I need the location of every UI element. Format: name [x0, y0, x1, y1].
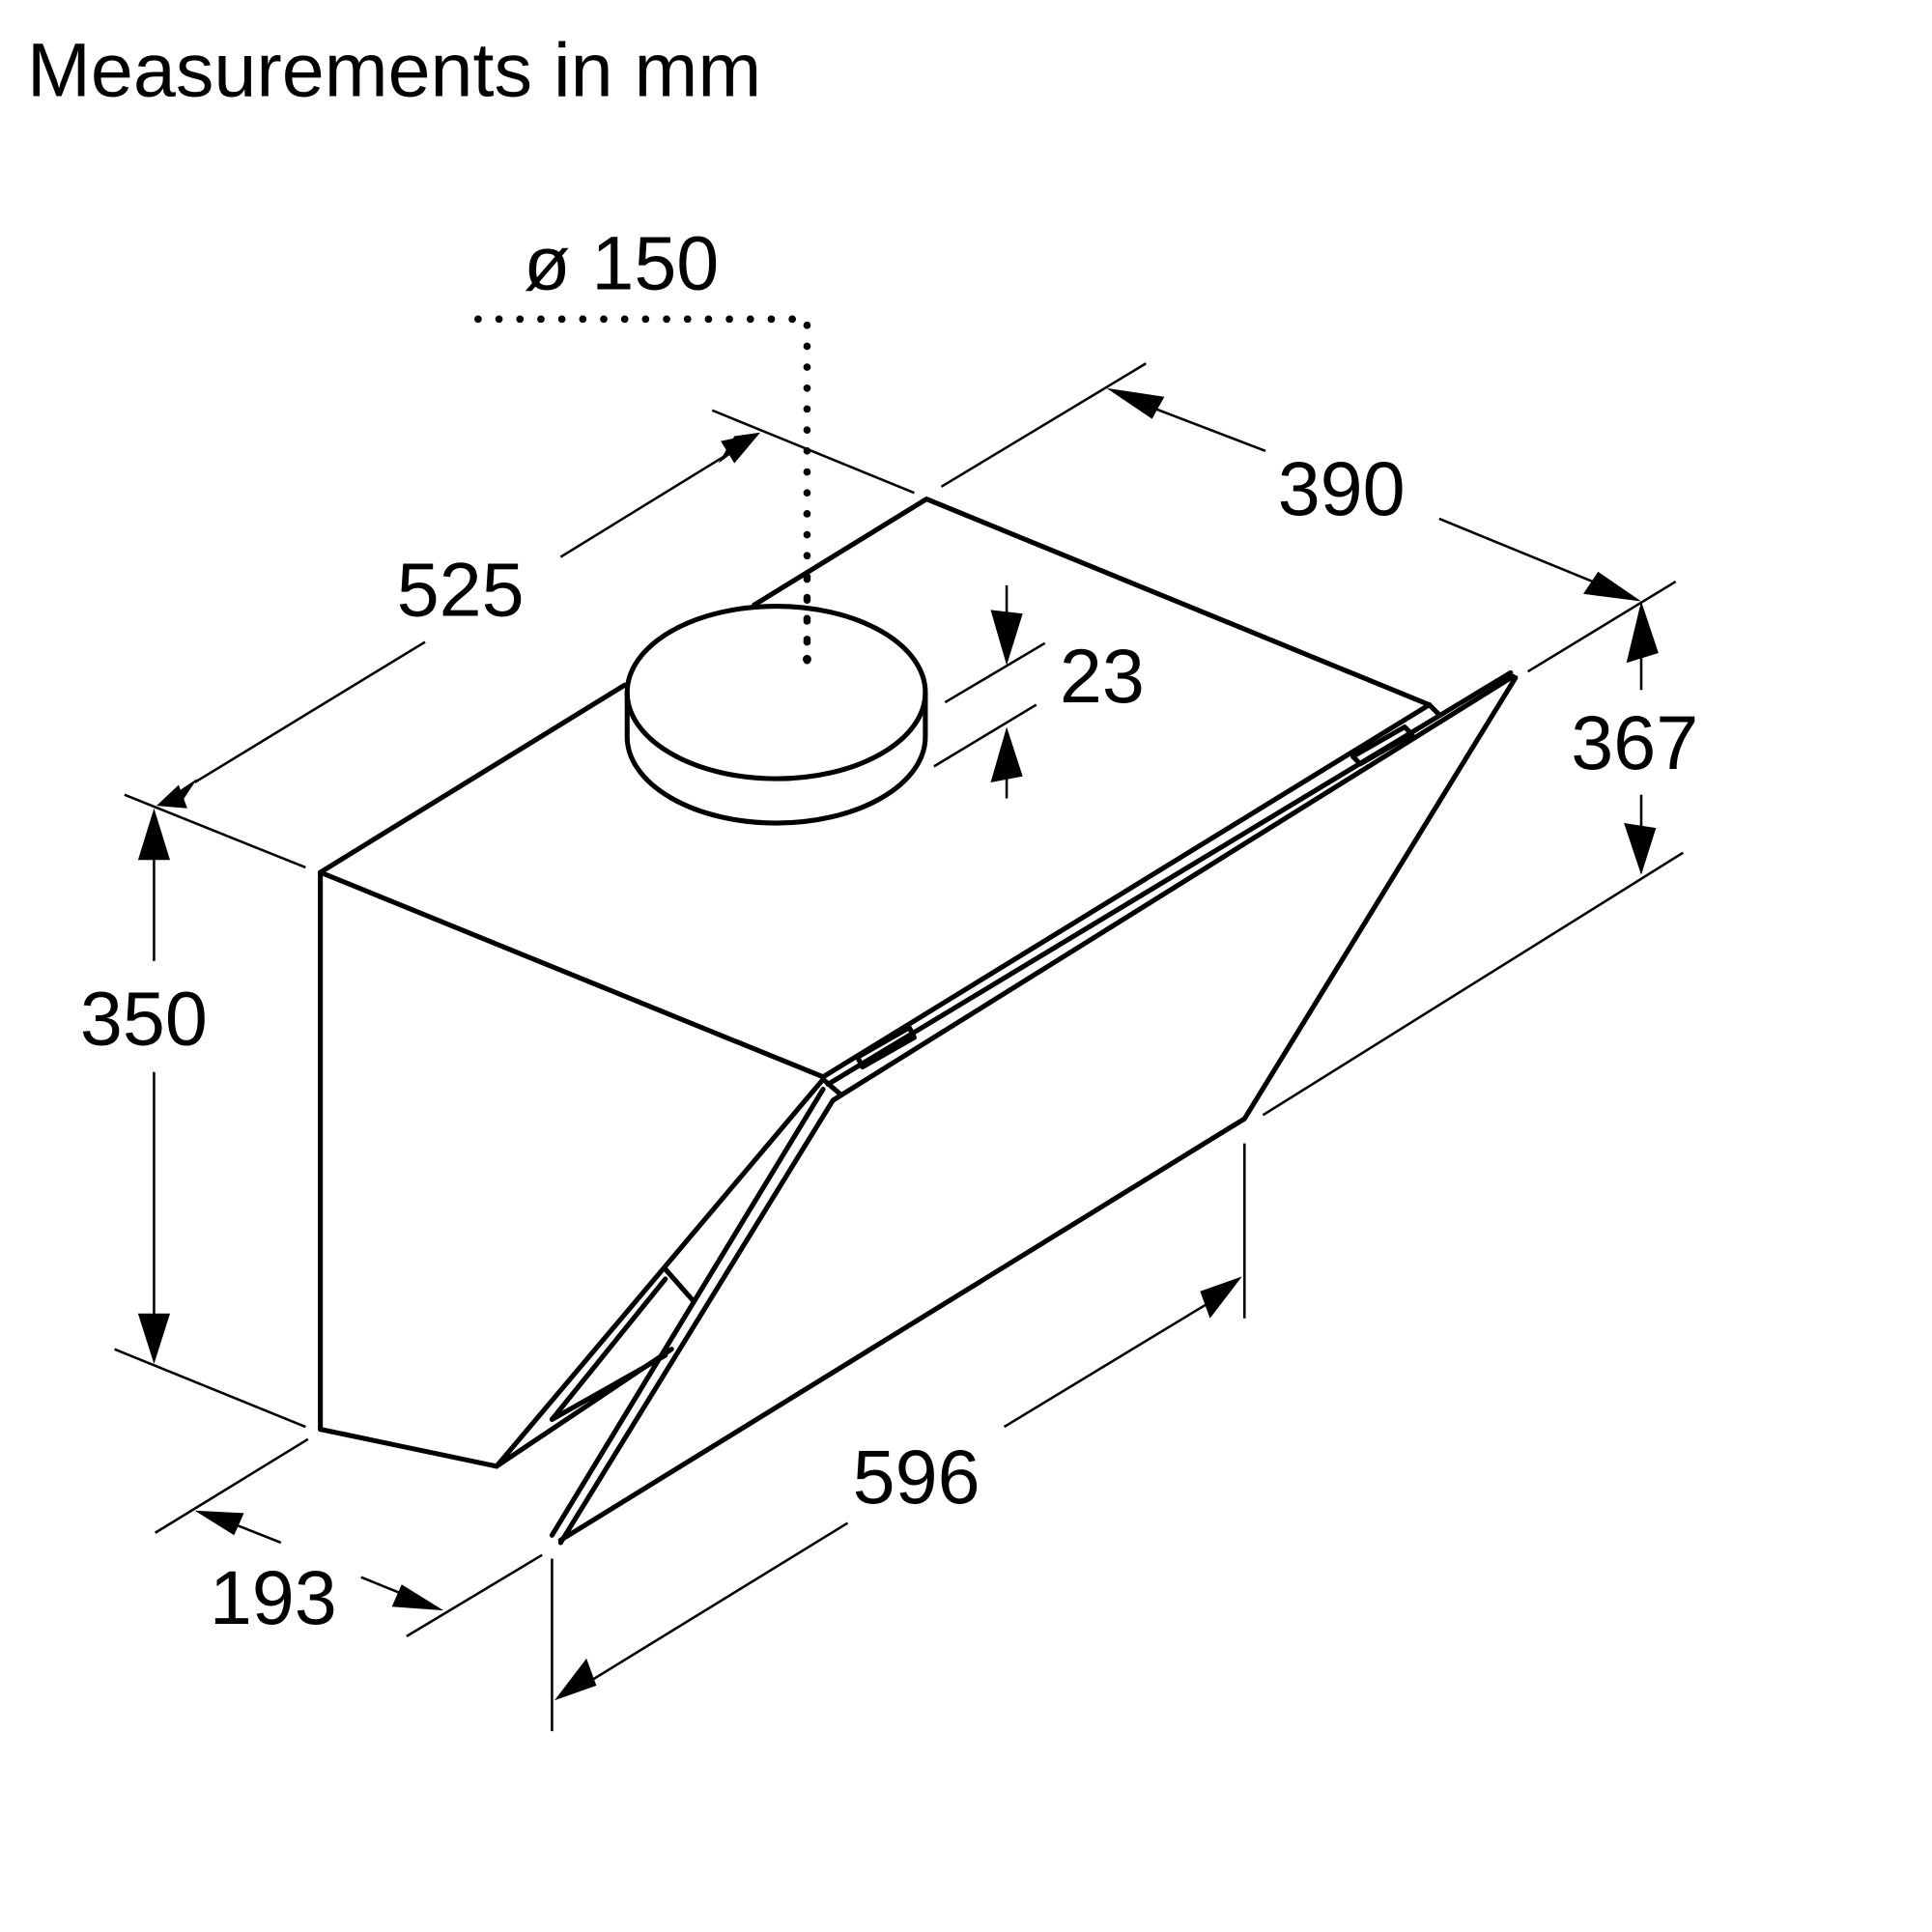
- duct-diameter-label: ø 150: [524, 220, 719, 306]
- dimension-label-23: 23: [1060, 633, 1145, 719]
- hood-body: [318, 497, 1442, 1469]
- dimension-label-350: 350: [80, 976, 208, 1062]
- dimension-525: [124, 409, 915, 869]
- dimension-label-367: 367: [1571, 699, 1698, 785]
- dimension-label-193: 193: [210, 1554, 337, 1640]
- duct-collar: [624, 575, 928, 826]
- dimension-label-525: 525: [397, 547, 525, 633]
- duct-center-leader: [474, 315, 811, 669]
- dimension-367: [1262, 601, 1685, 1117]
- dimension-23: [933, 584, 1046, 799]
- diagram-title: Measurements in mm: [27, 26, 761, 112]
- dimension-350: [114, 808, 306, 1429]
- dimension-label-390: 390: [1278, 445, 1406, 531]
- dimension-390: [940, 362, 1677, 673]
- dimension-596: [551, 1143, 1246, 1732]
- glass-panel: [549, 669, 1519, 1546]
- dimension-193: [155, 1437, 543, 1637]
- dimension-label-596: 596: [853, 1434, 980, 1520]
